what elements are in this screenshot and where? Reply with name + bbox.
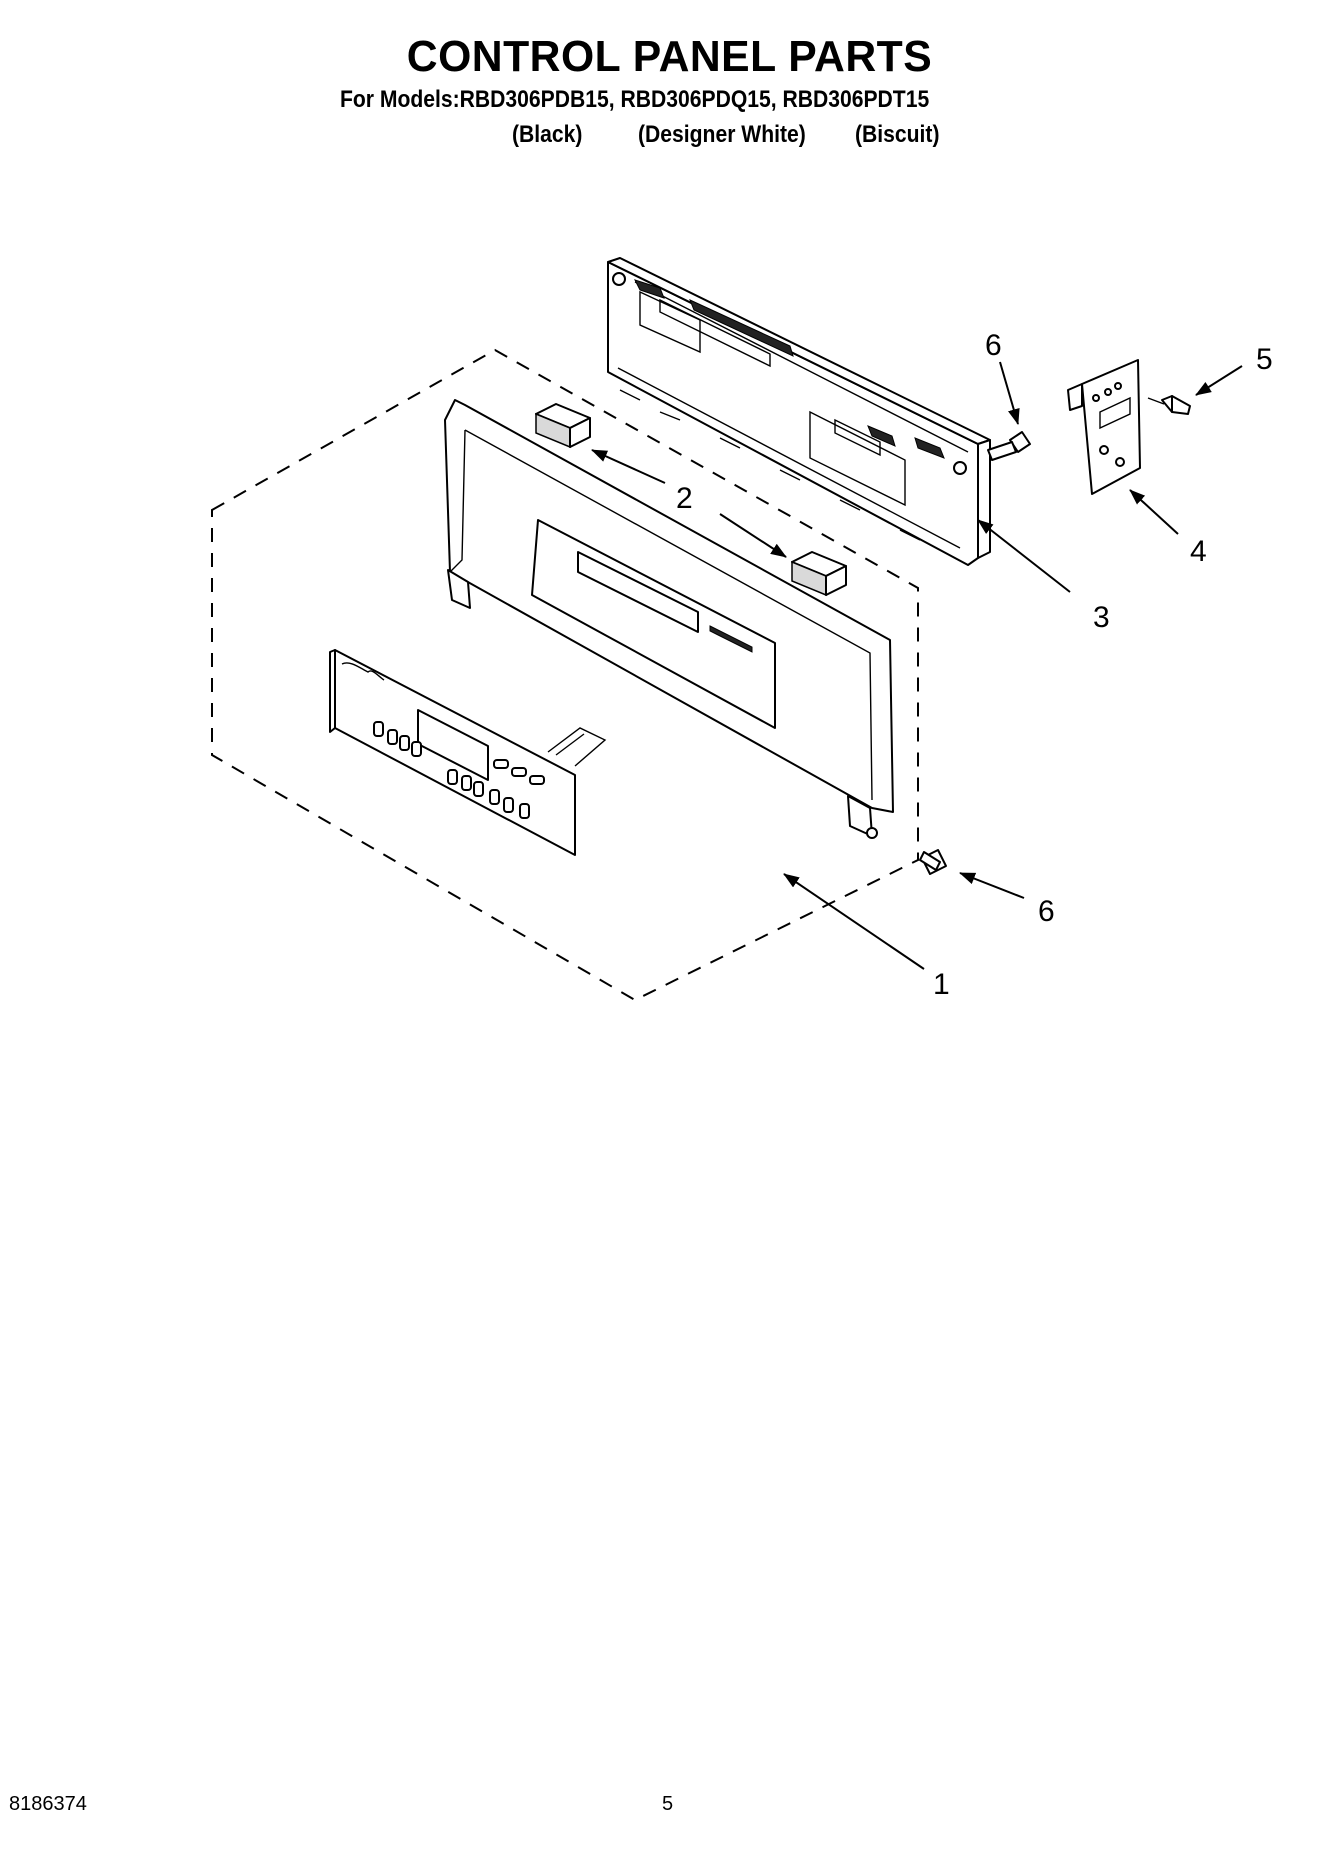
part-1-control-panel-frame	[444, 399, 894, 839]
page-number: 5	[662, 1793, 674, 1815]
part-5-screw	[1147, 395, 1191, 415]
variant-black: (Black)	[512, 121, 583, 148]
part-6-screw-lower	[919, 849, 947, 875]
callout-6-upper: 6	[985, 329, 1002, 362]
part-3-panel-housing	[607, 257, 991, 566]
leader-3	[977, 519, 1071, 593]
leader-1	[783, 873, 925, 970]
leader-2a	[591, 449, 666, 484]
models-line: For Models:RBD306PDB15, RBD306PDQ15, RBD…	[340, 86, 930, 113]
document-number: 8186374	[9, 1793, 87, 1815]
leader-4	[1129, 489, 1179, 535]
part-4-control-board	[1067, 359, 1141, 495]
callout-2: 2	[676, 482, 693, 515]
callout-6-lower: 6	[1038, 895, 1055, 928]
assembly-boundary	[211, 348, 919, 1002]
variant-biscuit: (Biscuit)	[855, 121, 940, 148]
touch-keypad-overlay	[329, 649, 607, 856]
leader-6-lower	[959, 872, 1025, 899]
callout-1: 1	[933, 968, 950, 1001]
page-title: CONTROL PANEL PARTS	[406, 32, 933, 81]
leader-2b	[719, 513, 787, 558]
part-6-screw-upper	[987, 431, 1031, 461]
callout-5: 5	[1256, 343, 1273, 376]
callout-3: 3	[1093, 601, 1110, 634]
leader-6-upper	[999, 361, 1020, 425]
leader-lines	[591, 361, 1243, 970]
callout-4: 4	[1190, 535, 1207, 568]
leader-5	[1195, 365, 1243, 396]
part-2-foam-pads	[535, 403, 847, 597]
variant-designer-white: (Designer White)	[638, 121, 806, 148]
